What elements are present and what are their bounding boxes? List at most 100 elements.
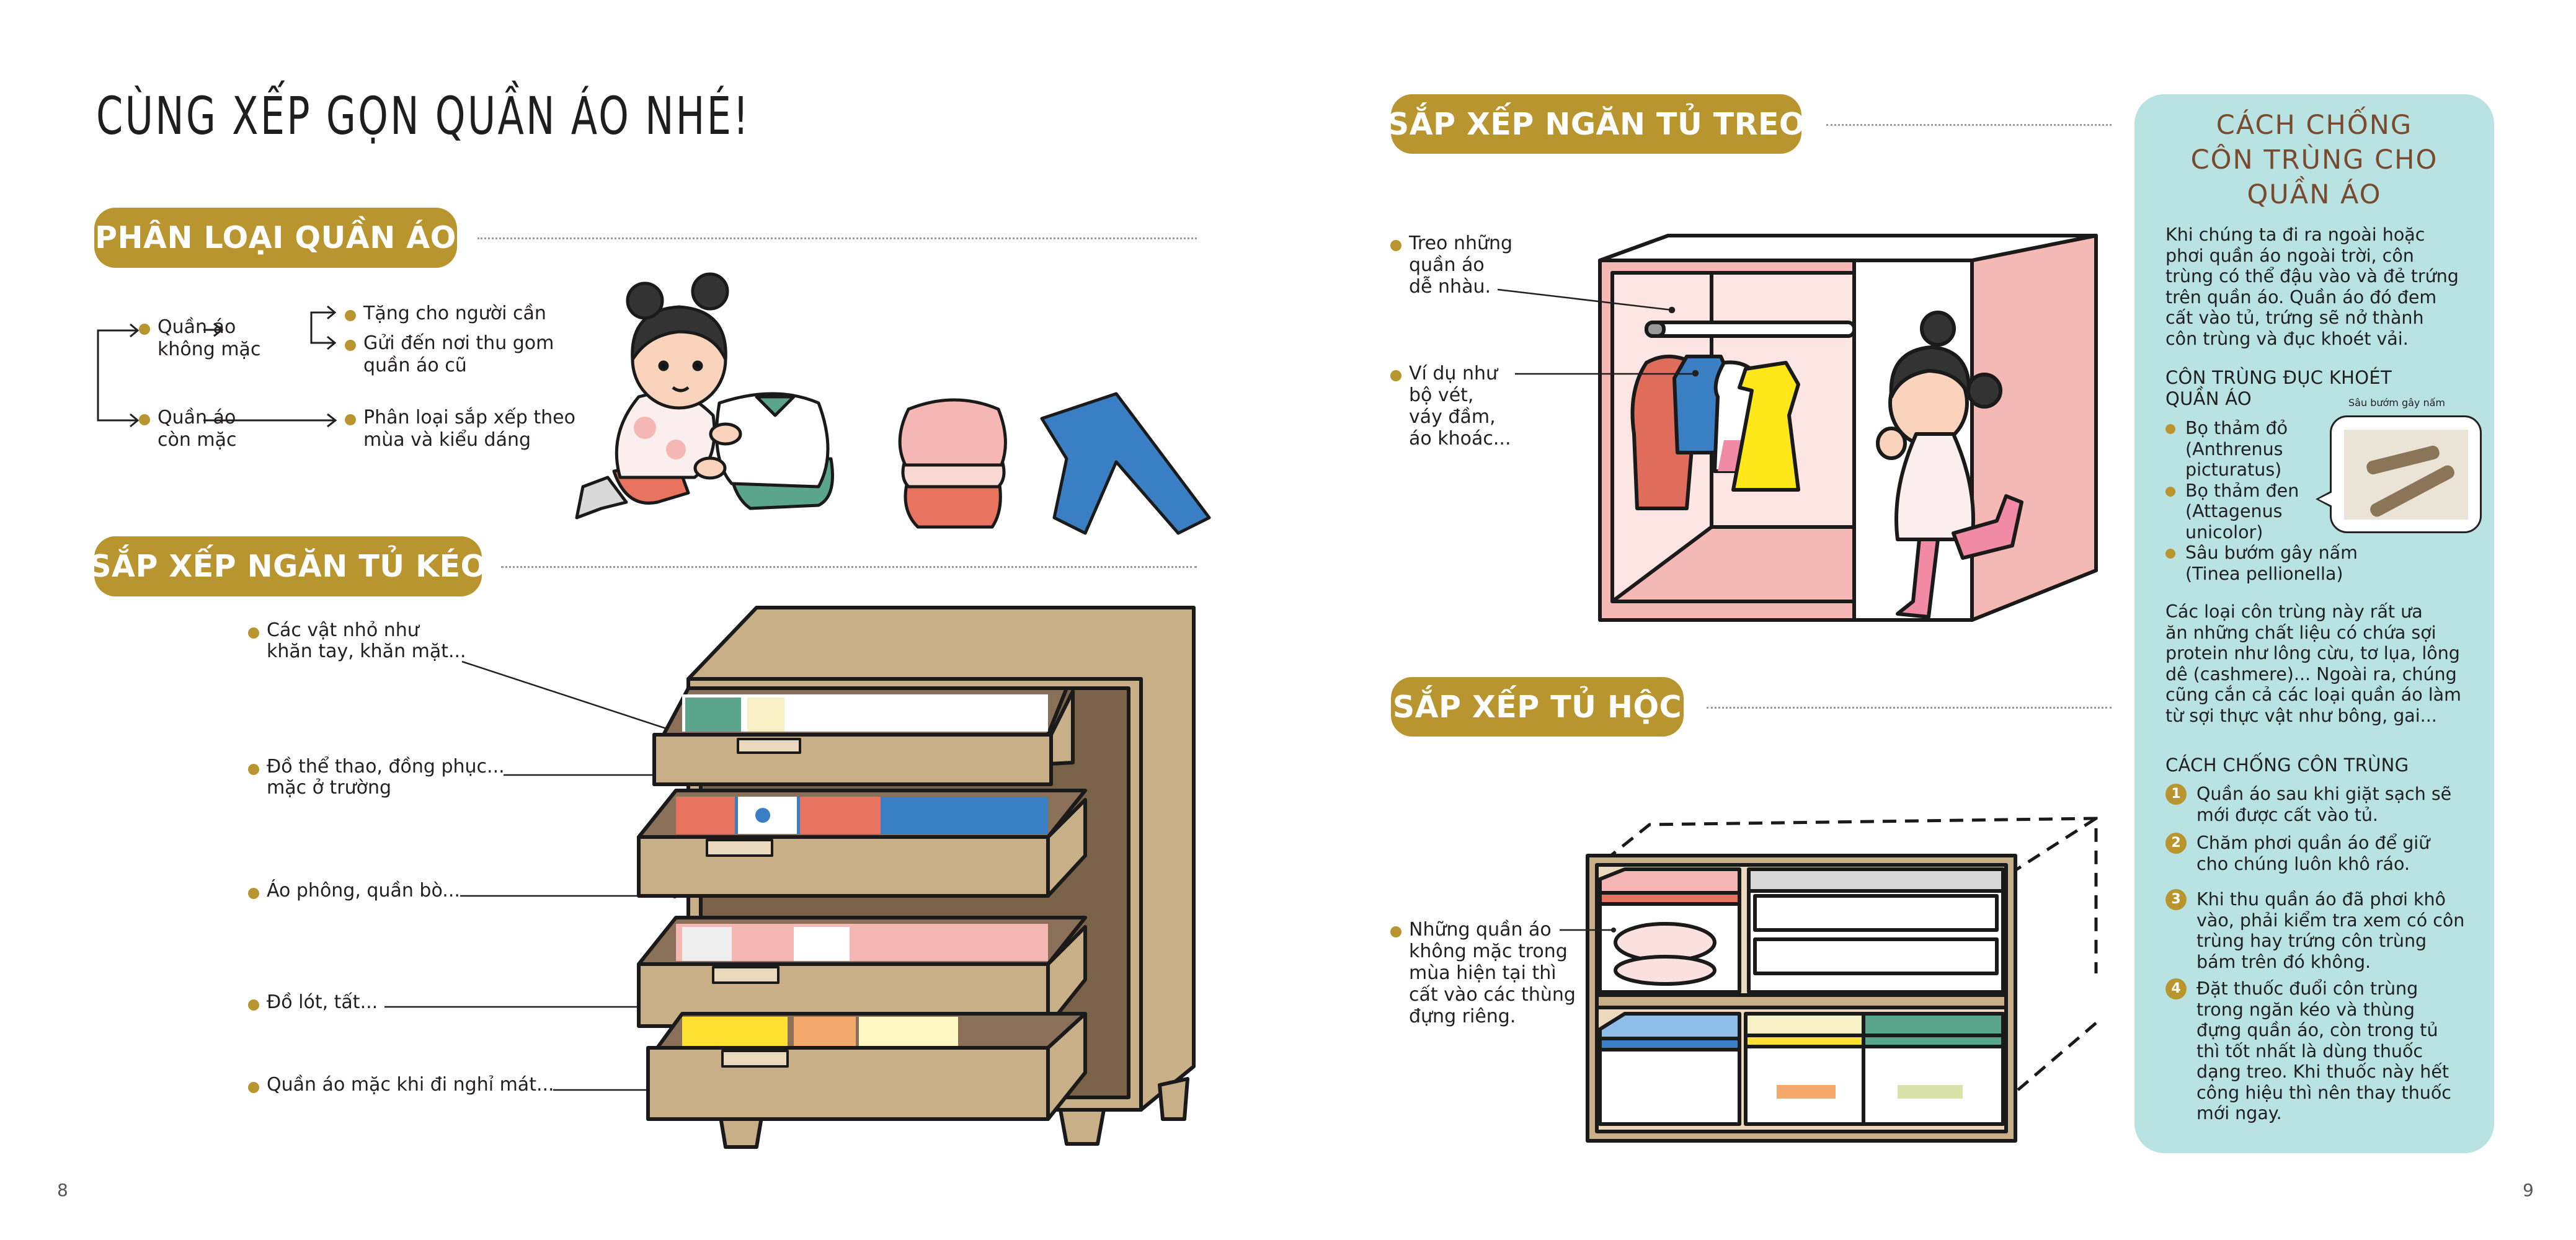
step-number-badge: 2 bbox=[2165, 833, 2187, 854]
bullet-dot bbox=[2165, 486, 2175, 497]
label-line: không mặc trong bbox=[1409, 941, 1568, 962]
outcome-label: Tặng cho người cần bbox=[363, 303, 546, 324]
label-line1: Các vật nhỏ như bbox=[267, 619, 419, 641]
text-line: đựng quần áo, còn trong tủ bbox=[2196, 1020, 2438, 1040]
divider-dotted bbox=[1707, 707, 2112, 709]
label-line2: mặc ở trường bbox=[267, 777, 392, 799]
section-heading-drawers: SẮP XẾP NGĂN TỦ KÉO bbox=[89, 536, 486, 596]
text-line: (Anthrenus bbox=[2185, 438, 2283, 459]
text-line: mới được cất vào tủ. bbox=[2196, 804, 2378, 825]
label-line1: Đồ lót, tất... bbox=[267, 991, 378, 1013]
sidebar-intro: Khi chúng ta đi ra ngoài hoặc phơi quần … bbox=[2165, 224, 2482, 349]
prevention-heading: CÁCH CHỐNG CÔN TRÙNG bbox=[2165, 755, 2409, 776]
branch-label-line1: Quần áo bbox=[158, 316, 236, 338]
text-line: côn trùng và đục khoét vải. bbox=[2165, 328, 2409, 349]
pest-photo-bubble bbox=[2316, 415, 2482, 533]
divider-dotted bbox=[501, 566, 1197, 568]
drawer-label-3: Áo phông, quần bò... bbox=[248, 880, 509, 901]
text-line: thì tốt nhất là dùng thuốc bbox=[2196, 1040, 2423, 1061]
text-line: dê (cashmere)... Ngoài ra, chúng bbox=[2165, 663, 2457, 684]
bullet-dot bbox=[345, 340, 356, 351]
branch-label-line2: không mặc bbox=[158, 339, 261, 360]
page-title: CÙNG XẾP GỌN QUẦN ÁO NHÉ! bbox=[96, 86, 751, 146]
outcome-donate: Tặng cho người cần bbox=[345, 303, 580, 325]
text-line: Đặt thuốc đuổi côn trùng bbox=[2196, 978, 2418, 999]
text-line: cất vào tủ, trứng sẽ nở thành bbox=[2165, 308, 2424, 328]
text-line: (Attagenus bbox=[2185, 501, 2283, 521]
branch-still-worn: Quần áo còn mặc bbox=[139, 407, 294, 451]
label-line1: Áo phông, quần bò... bbox=[267, 880, 460, 901]
label-line: quần áo bbox=[1409, 254, 1485, 276]
outcome-sort-by-season: Phân loại sắp xếp theo mùa và kiểu dáng bbox=[345, 407, 593, 451]
bullet-dot bbox=[2165, 424, 2175, 434]
text-line: trùng có thể đậu vào và đẻ trứng bbox=[2165, 266, 2459, 286]
text-line: trong ngăn kéo và thùng bbox=[2196, 999, 2415, 1020]
branch-label-line2: còn mặc bbox=[158, 429, 237, 451]
bullet-dot bbox=[139, 414, 150, 425]
label-line2: khăn tay, khăn mặt... bbox=[267, 640, 466, 662]
chest-of-drawers-illustration bbox=[637, 606, 1196, 1149]
label-line: váy đầm, bbox=[1409, 406, 1496, 428]
text-line: Các loại côn trùng này rất ưa bbox=[2165, 601, 2423, 622]
bullet-dot bbox=[248, 1082, 259, 1093]
label-line: Những quần áo bbox=[1409, 919, 1552, 941]
outcome-recycle: Gửi đến nơi thu gom quần áo cũ bbox=[345, 332, 580, 377]
text-line: trùng hay trứng côn trùng bbox=[2196, 931, 2427, 951]
sidebar-title-line: QUẦN ÁO bbox=[2247, 179, 2382, 210]
photo-caption: Sâu bướm gây nấm bbox=[2348, 397, 2445, 409]
outcome-label-line2: mùa và kiểu dáng bbox=[363, 429, 531, 451]
prevention-step: 1 Quần áo sau khi giặt sạch sẽ mới được … bbox=[2165, 784, 2488, 825]
drawer-label-2: Đồ thể thao, đồng phục... mặc ở trường bbox=[248, 756, 509, 799]
pest-item: Bọ thảm đen (Attagenus unicolor) bbox=[2165, 480, 2333, 543]
text-line: cũng cắn cả các loại quần áo làm bbox=[2165, 684, 2461, 705]
text-line: Bọ thảm đỏ bbox=[2185, 418, 2288, 438]
bullet-dot bbox=[248, 888, 259, 899]
text-line: ăn những chất liệu có chứa sợi bbox=[2165, 622, 2436, 643]
bullet-dot bbox=[139, 324, 150, 335]
bullet-dot bbox=[248, 627, 259, 639]
text-line: công hiệu thì nên thay thuốc bbox=[2196, 1082, 2451, 1103]
text-line: unicolor) bbox=[2185, 521, 2263, 542]
pests-list: Bọ thảm đỏ (Anthrenus picturatus) Bọ thả… bbox=[2165, 418, 2358, 584]
text-line: mới ngay. bbox=[2196, 1103, 2282, 1123]
prevention-step: 3 Khi thu quần áo đã phơi khô vào, phải … bbox=[2165, 889, 2488, 972]
bullet-dot bbox=[345, 310, 356, 321]
wardrobe-label-examples: Ví dụ như bộ vét, váy đầm, áo khoác... bbox=[1390, 363, 1533, 450]
cubby-label: Những quần áo không mặc trong mùa hiện t… bbox=[1390, 919, 1589, 1027]
sidebar-title-line: CÔN TRÙNG CHO bbox=[2190, 144, 2438, 175]
step-number-badge: 1 bbox=[2165, 784, 2187, 805]
prevention-step: 4 Đặt thuốc đuổi côn trùng trong ngăn ké… bbox=[2165, 978, 2488, 1124]
casemaking-moth-photo bbox=[2344, 430, 2468, 520]
prevention-steps: 1 Quần áo sau khi giặt sạch sẽ mới được … bbox=[2165, 784, 2488, 1124]
step-number-badge: 4 bbox=[2165, 978, 2187, 999]
wardrobe-label-hang: Treo những quần áo dễ nhàu. bbox=[1390, 232, 1533, 298]
heading-line: QUẦN ÁO bbox=[2165, 388, 2252, 409]
label-line: bộ vét, bbox=[1409, 384, 1474, 406]
outcome-label-line1: Gửi đến nơi thu gom bbox=[363, 332, 554, 354]
prevention-step: 2 Chăm phơi quần áo để giữ cho chúng luô… bbox=[2165, 833, 2488, 874]
bullet-dot bbox=[1390, 370, 1401, 381]
text-line: phơi quần áo ngoài trời, côn bbox=[2165, 245, 2414, 266]
text-line: picturatus) bbox=[2185, 459, 2282, 480]
label-line: áo khoác... bbox=[1409, 428, 1511, 450]
text-line: từ sợi thực vật như bông, gai... bbox=[2165, 705, 2437, 726]
page-number-left: 8 bbox=[57, 1180, 68, 1200]
bullet-dot bbox=[1390, 240, 1401, 251]
section-heading-wardrobe: SẮP XẾP NGĂN TỦ TREO bbox=[1387, 94, 1805, 154]
heading-line: CÔN TRÙNG ĐỤC KHOÉT bbox=[2165, 367, 2392, 388]
text-line: Bọ thảm đen bbox=[2185, 480, 2299, 501]
bullet-dot bbox=[248, 999, 259, 1011]
label-line1: Quần áo mặc khi đi nghỉ mát... bbox=[267, 1074, 554, 1096]
pests-diet-text: Các loại côn trùng này rất ưa ăn những c… bbox=[2165, 601, 2488, 726]
text-line: Chăm phơi quần áo để giữ bbox=[2196, 833, 2430, 853]
label-line: Treo những bbox=[1409, 232, 1513, 254]
label-line: Ví dụ như bbox=[1409, 363, 1498, 384]
label-line: mùa hiện tại thì bbox=[1409, 962, 1557, 984]
text-line: vào, phải kiểm tra xem có côn bbox=[2196, 910, 2465, 931]
text-line: Khi thu quần áo đã phơi khô bbox=[2196, 889, 2446, 910]
outcome-label-line2: quần áo cũ bbox=[363, 355, 467, 376]
bullet-dot bbox=[248, 764, 259, 775]
branch-label-line1: Quần áo bbox=[158, 407, 236, 428]
bullet-dot bbox=[1390, 926, 1401, 937]
drawer-label-5: Quần áo mặc khi đi nghỉ mát... bbox=[248, 1074, 571, 1096]
